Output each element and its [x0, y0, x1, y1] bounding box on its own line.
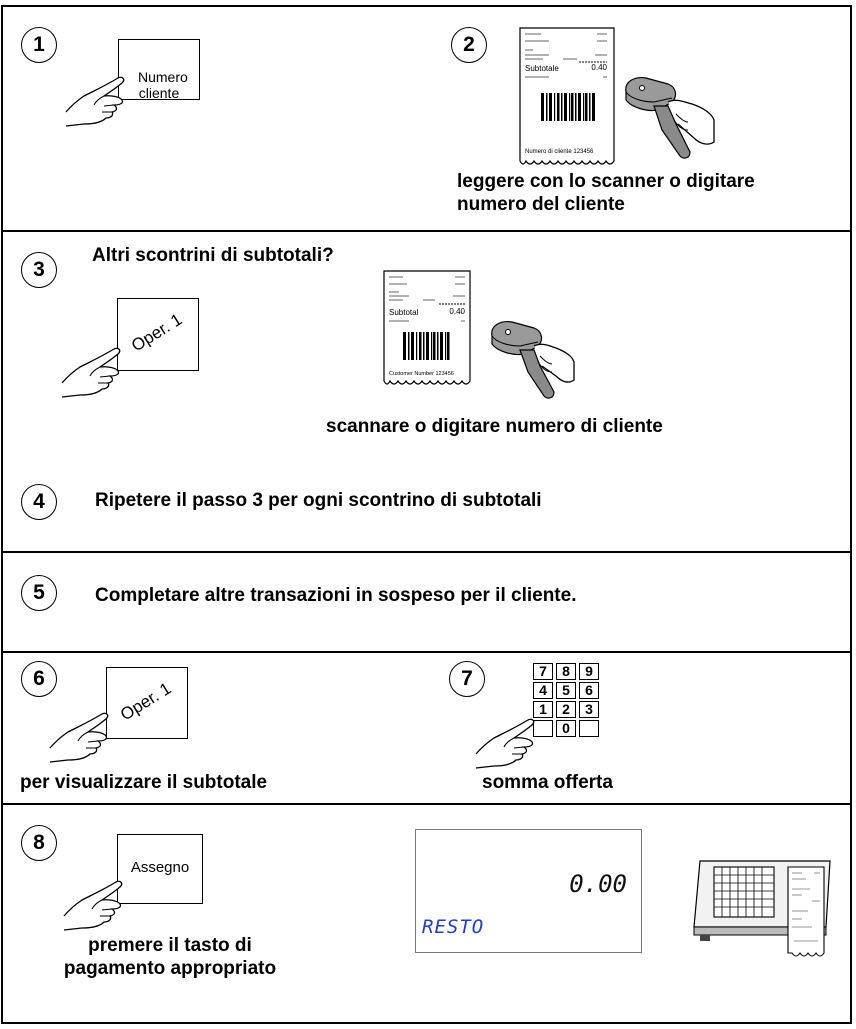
- receipt-customer-number: Customer Number 123456: [389, 371, 454, 377]
- keypad-key-3[interactable]: 3: [579, 701, 599, 718]
- oper-1-key[interactable]: Oper. 1: [106, 667, 188, 739]
- step-3-title: Altri scontrini di subtotali?: [92, 245, 334, 266]
- step-3-caption: scannare o digitare numero di cliente: [326, 416, 663, 437]
- pointing-hand-icon: [63, 880, 123, 931]
- assegno-key-label: Assegno: [130, 859, 190, 876]
- receipt-image: Subtotal 0.40 Customer Number 123456: [383, 270, 471, 385]
- step-6-number: 6: [21, 661, 57, 697]
- keypad-key-blank[interactable]: [533, 720, 553, 737]
- pointing-hand-icon: [49, 712, 109, 763]
- keypad-key-1[interactable]: 1: [533, 701, 553, 718]
- step-5-text: Completare altre transazioni in sospeso …: [95, 585, 577, 606]
- keypad-key-4[interactable]: 4: [533, 682, 553, 699]
- step-4-text: Ripetere il passo 3 per ogni scontrino d…: [95, 490, 542, 511]
- section-divider: [1, 551, 852, 553]
- pointing-hand-icon: [61, 347, 121, 398]
- receipt-subtotal-label: Subtotal: [389, 308, 419, 317]
- barcode-scanner-icon: [491, 321, 575, 399]
- step-2-number: 2: [451, 27, 487, 63]
- keypad-key-8[interactable]: 8: [556, 663, 576, 680]
- step-8-number: 8: [21, 825, 57, 861]
- numero-cliente-key-label: Numero cliente: [137, 69, 192, 101]
- pointing-hand-icon: [65, 76, 125, 127]
- receipt-subtotal-value: 0.40: [591, 63, 607, 72]
- receipt-subtotal-value: 0.40: [449, 307, 465, 316]
- receipt-customer-number: Numero di cliente 123456: [525, 149, 594, 155]
- section-divider: [1, 803, 852, 805]
- keypad-key-blank[interactable]: [579, 720, 599, 737]
- barcode-scanner-icon: [625, 77, 715, 159]
- section-divider: [1, 230, 852, 232]
- step-3-number: 3: [21, 252, 57, 288]
- receipt-image: Subtotale 0.40 Numero di cliente 123456: [519, 27, 615, 165]
- scale-terminal-icon: [693, 860, 831, 957]
- step-4-number: 4: [21, 484, 57, 520]
- step-8-caption: premere il tasto di pagamento appropriat…: [63, 935, 277, 979]
- numero-cliente-key[interactable]: Numero cliente: [118, 39, 200, 101]
- step-1-number: 1: [21, 27, 57, 63]
- step-5-number: 5: [21, 575, 57, 611]
- lcd-display-label: RESTO: [422, 916, 485, 938]
- step-7-caption: somma offerta: [482, 772, 613, 793]
- receipt-subtotal-label: Subtotale: [525, 64, 559, 73]
- assegno-key[interactable]: Assegno: [117, 834, 203, 904]
- keypad-key-7[interactable]: 7: [533, 663, 553, 680]
- keypad-key-6[interactable]: 6: [579, 682, 599, 699]
- step-6-caption: per visualizzare il subtotale: [20, 772, 268, 793]
- oper-1-key[interactable]: Oper. 1: [117, 298, 199, 371]
- step-7-number: 7: [449, 661, 485, 697]
- oper-1-key-label: Oper. 1: [117, 678, 175, 725]
- lcd-display-value: 0.00: [569, 870, 627, 898]
- keypad-key-2[interactable]: 2: [556, 701, 576, 718]
- instruction-sheet: [1, 5, 852, 1024]
- section-divider: [1, 651, 852, 653]
- keypad-key-9[interactable]: 9: [579, 663, 599, 680]
- lcd-display: 0.00 RESTO: [415, 829, 642, 953]
- keypad-key-5[interactable]: 5: [556, 682, 576, 699]
- keypad-key-0[interactable]: 0: [556, 720, 576, 737]
- step-2-caption: leggere con lo scanner o digitare numero…: [457, 171, 755, 215]
- pointing-hand-icon: [475, 718, 535, 769]
